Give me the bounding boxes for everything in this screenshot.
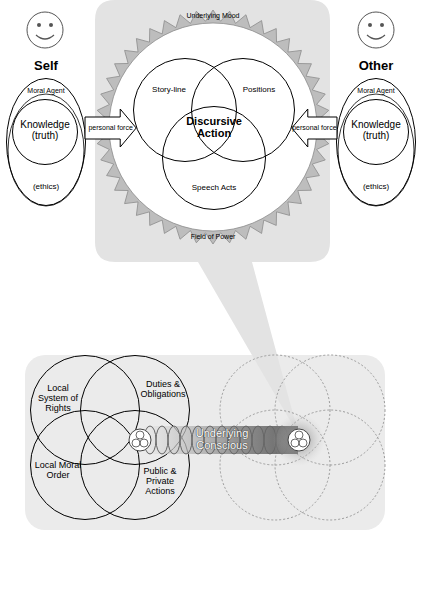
venn-label: Speech Acts <box>184 184 244 193</box>
moral-venn-circle: Local Moral Order <box>30 410 140 520</box>
moral-agent-label: Moral Agent <box>341 87 411 95</box>
band-label: Underlying Conscious <box>182 427 262 452</box>
ellipse-outline <box>7 79 86 206</box>
knowledge-circle: Knowledge (truth) <box>343 99 409 165</box>
venn-label: Story-line <box>144 86 194 95</box>
knowledge-label: Knowledge (truth) <box>347 119 405 141</box>
inner-field <box>109 23 317 231</box>
moral-agent-label: Moral Agent <box>11 87 81 95</box>
block-arrow <box>292 109 337 147</box>
ellipse-outline <box>31 411 140 520</box>
coil-spring <box>144 426 288 454</box>
center-label: Discursive Action <box>178 115 250 140</box>
moral-venn-label: Local System of Rights <box>32 383 84 413</box>
other-ellipse: OtherMoral Agent(ethics)Knowledge (truth… <box>336 78 416 206</box>
ring-label: Underlying Mood <box>168 12 258 20</box>
ellipse-outline <box>163 107 266 210</box>
moral-venn-label: Public & Private Actions <box>131 466 189 496</box>
block-arrow <box>85 109 136 147</box>
venn-circle: Positions <box>191 58 295 162</box>
ring-label: Field of Power <box>168 233 258 241</box>
zoom-callout <box>95 0 330 436</box>
moral-venn-label: Local Moral Order <box>32 460 84 480</box>
ethics-label: (ethics) <box>13 183 79 192</box>
smiley-face <box>27 12 63 48</box>
knowledge-label: Knowledge (truth) <box>16 119 74 141</box>
ellipse-outline <box>344 100 409 165</box>
ethics-label: (ethics) <box>343 183 409 192</box>
lower-panel <box>25 355 385 530</box>
ellipse-outline <box>192 59 295 162</box>
self-ellipse: SelfMoral Agent(ethics)Knowledge (truth) <box>6 78 86 206</box>
node-outline <box>133 58 237 162</box>
ellipse-outline <box>337 79 416 206</box>
ellipse-outline <box>134 59 237 162</box>
knowledge-circle: Knowledge (truth) <box>12 99 78 165</box>
arrow-label: personal force <box>88 124 132 132</box>
smiley-face <box>358 12 394 48</box>
venn-label: Positions <box>234 86 284 95</box>
person-heading: Other <box>341 59 411 74</box>
moral-venn-label: Duties & Obligations <box>134 379 192 399</box>
arrow-label: personal force <box>292 124 336 132</box>
venn-circle: Story-line <box>133 58 237 162</box>
ellipse-outline <box>13 100 78 165</box>
person-heading: Self <box>11 59 81 74</box>
triad-symbol <box>129 429 151 451</box>
triad-symbol <box>273 414 325 466</box>
node-outline <box>191 58 295 162</box>
